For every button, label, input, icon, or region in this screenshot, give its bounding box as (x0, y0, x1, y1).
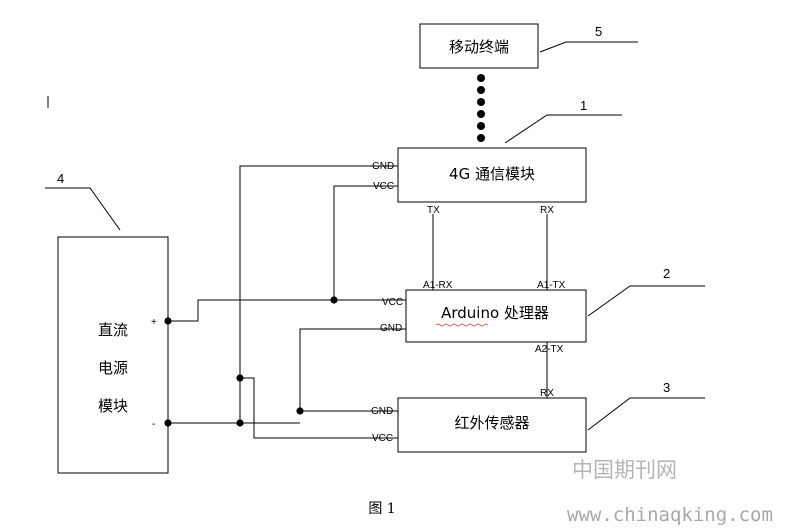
module-4g-label: 4G 通信模块 (449, 165, 535, 183)
arduino-box (405, 289, 587, 343)
callout-1: 1 (580, 98, 587, 113)
callout-2: 2 (663, 266, 670, 281)
arduino-label: Arduino 处理器 (441, 304, 549, 322)
pin-rx-sensor: RX (540, 388, 554, 399)
pin-vcc-arduino: VCC (382, 297, 403, 308)
pin-tx-4g: TX (427, 205, 440, 216)
terminal-plus: + (151, 317, 157, 328)
pin-a1-rx: A1-RX (423, 280, 453, 291)
dc-module-line1: 直流 (98, 321, 128, 339)
callout-4: 4 (57, 171, 64, 186)
callout-3: 3 (663, 380, 670, 395)
wireless-link-dots (477, 74, 485, 142)
watermark-url: www.chinaqking.com (567, 504, 773, 526)
spellcheck-underline (435, 323, 489, 327)
mobile-terminal-box (419, 23, 539, 69)
pin-vcc-4g: VCC (373, 181, 394, 192)
pin-gnd-arduino: GND (380, 323, 402, 334)
pin-gnd-sensor: GND (371, 406, 393, 417)
ir-sensor-box (397, 397, 587, 453)
pin-vcc-sensor: VCC (372, 433, 393, 444)
dc-module-line3: 模块 (98, 397, 128, 415)
pin-a1-tx: A1-TX (537, 280, 566, 291)
dc-module-line2: 电源 (98, 359, 128, 377)
figure-caption: 图 1 (368, 501, 395, 517)
ir-sensor-label: 红外传感器 (454, 414, 529, 432)
mobile-terminal-label: 移动终端 (449, 38, 509, 56)
pin-gnd-4g: GND (372, 161, 394, 172)
module-4g-box (397, 147, 587, 203)
terminal-minus: - (152, 419, 155, 430)
junction-dots (164, 296, 338, 427)
callout-5: 5 (595, 24, 602, 39)
callout-leaders (45, 41, 705, 431)
watermark-cn: 中国期刊网 (572, 458, 677, 482)
dc-module-box (57, 236, 169, 474)
pin-a2-tx: A2-TX (535, 344, 564, 355)
wiring (168, 165, 548, 439)
pin-rx-4g: RX (540, 205, 554, 216)
